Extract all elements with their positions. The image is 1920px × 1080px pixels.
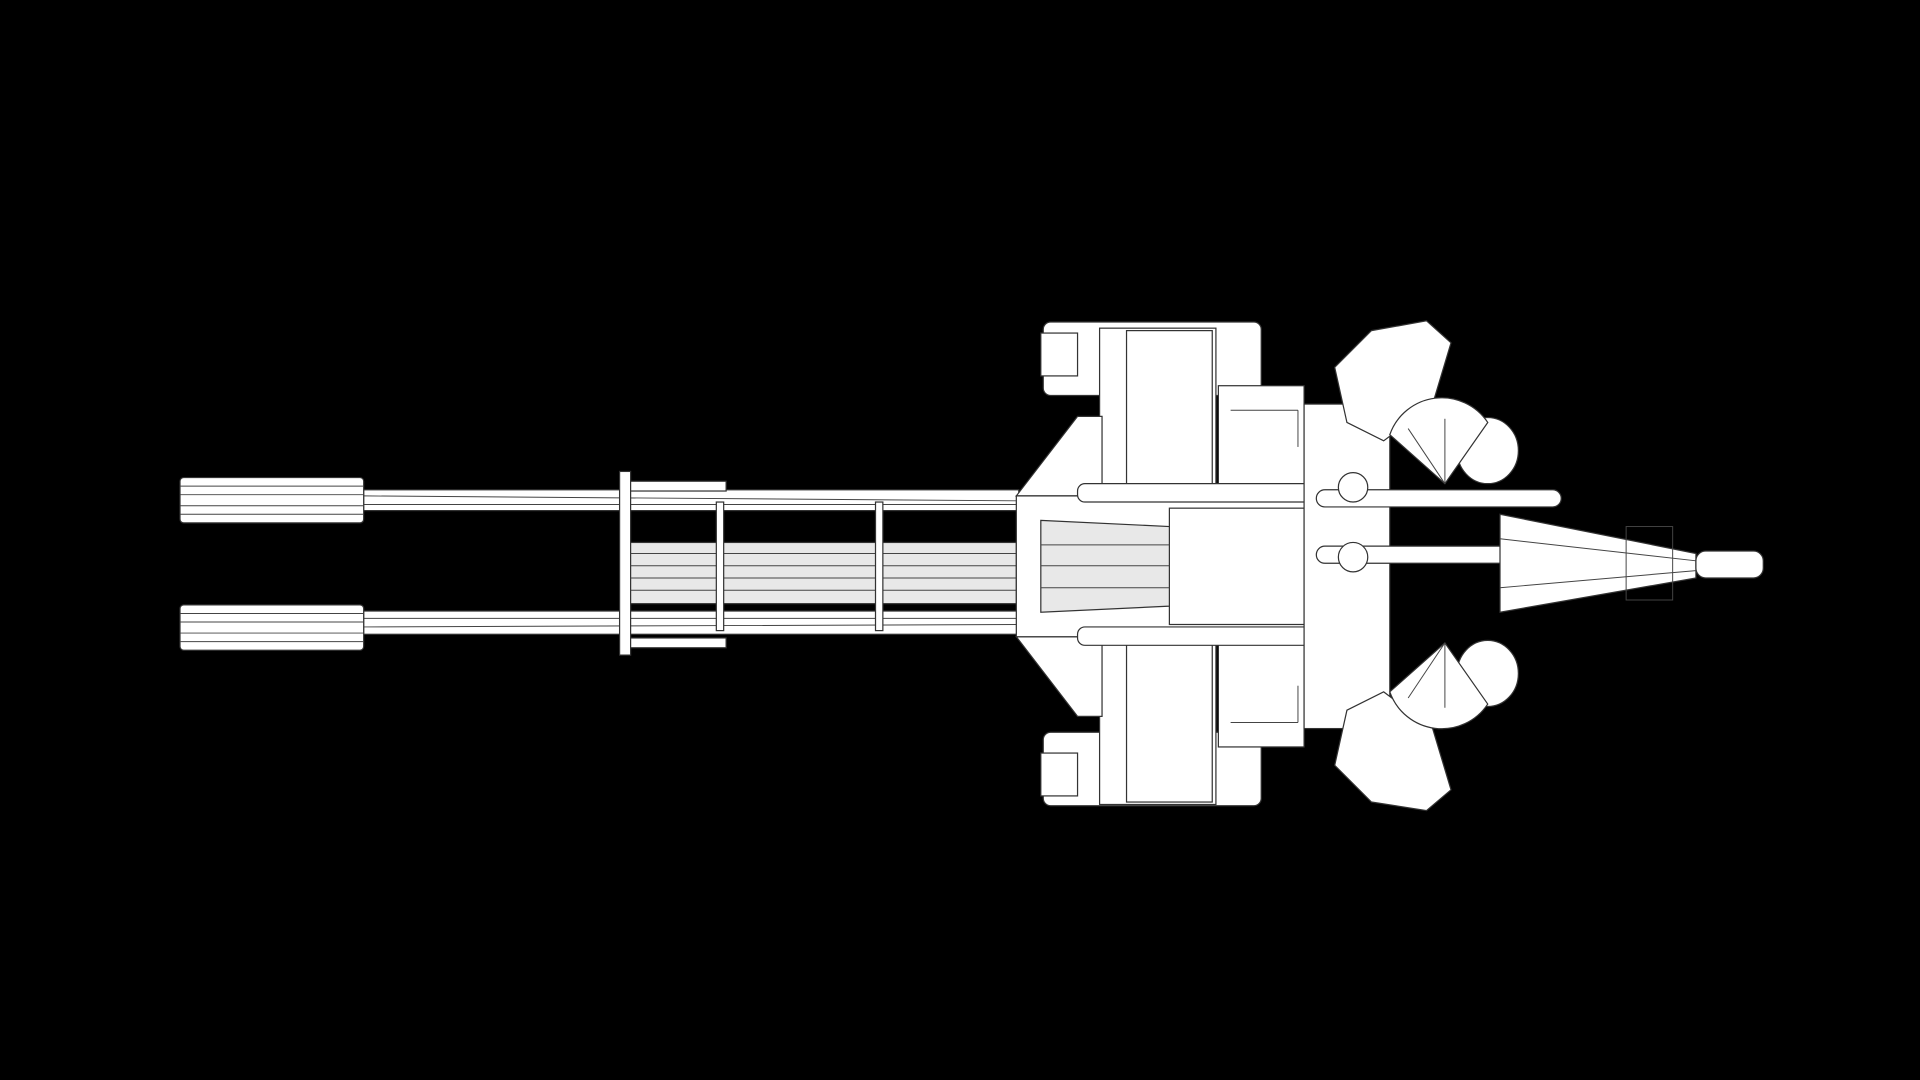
upper-disc [1389, 397, 1519, 485]
twin-gun-model [179, 320, 1764, 812]
upper-barrel [179, 476, 1020, 524]
lower-barrel [179, 604, 1020, 651]
upper-wheel-assembly [1015, 321, 1305, 497]
trail-arm [1499, 513, 1764, 613]
barrel-frame [618, 470, 1017, 656]
lower-wheel-assembly [1015, 636, 1305, 807]
upper-rod [1315, 489, 1562, 508]
lower-disc [1389, 639, 1519, 730]
